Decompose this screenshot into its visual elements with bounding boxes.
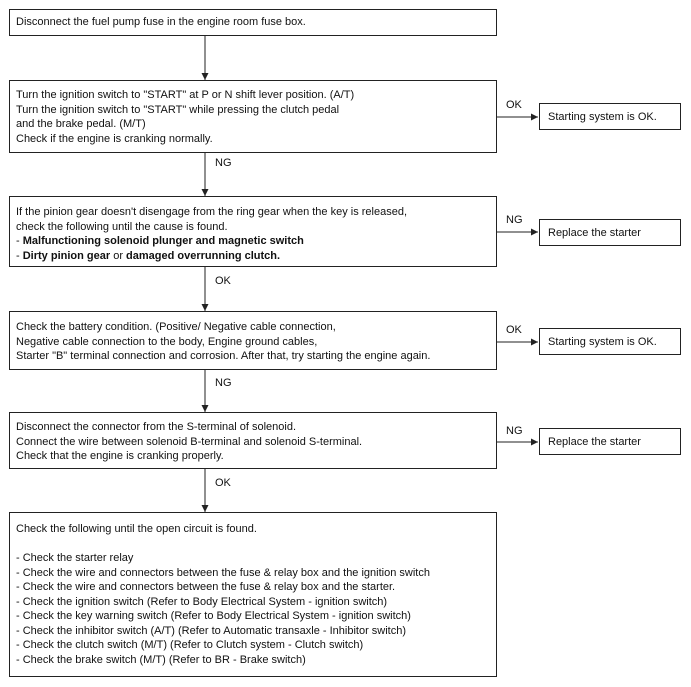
step-2-line: Check if the engine is cranking normally…: [16, 132, 213, 145]
step-2-result-box: Starting system is OK.: [539, 103, 681, 130]
step-1-line: Disconnect the fuel pump fuse in the eng…: [16, 16, 306, 28]
step-4-line: Check the battery condition. (Positive/ …: [16, 321, 336, 333]
step-1-box: Disconnect the fuel pump fuse in the eng…: [9, 9, 497, 36]
step-6-line: - Check the starter relay: [16, 552, 134, 564]
step-5-result-box: Replace the starter: [539, 428, 681, 455]
step-6-line: - Check the inhibitor switch (A/T) (Refe…: [16, 624, 407, 637]
step-3-line: - Malfunctioning solenoid plunger and ma…: [16, 234, 490, 249]
step-5-down-label: OK: [215, 477, 231, 489]
step-5-line: Connect the wire between solenoid B-term…: [16, 435, 363, 448]
step-3-connector-word: or: [110, 249, 127, 262]
step-2-result-text: Starting system is OK.: [548, 110, 657, 123]
step-6-line: [16, 537, 490, 552]
step-5-side-label: NG: [506, 425, 523, 437]
step-5-line: Check that the engine is cranking proper…: [16, 450, 224, 462]
step-3-line: - Dirty pinion gear or damaged overrunni…: [16, 249, 490, 264]
step-2-box: Turn the ignition switch to "START" at P…: [9, 80, 497, 153]
step-2-line: and the brake pedal. (M/T): [16, 118, 146, 130]
step-3-result-text: Replace the starter: [548, 226, 641, 239]
step-3-down-label: OK: [215, 275, 231, 287]
step-4-line: Negative cable connection to the body, E…: [16, 335, 318, 348]
step-6-line: - Check the wire and connectors between …: [16, 581, 396, 593]
step-3-bold-text: Dirty pinion gear: [22, 249, 111, 262]
step-5-line: Disconnect the connector from the S-term…: [16, 421, 297, 433]
step-3-prefix: -: [16, 249, 23, 262]
step-4-down-label: NG: [215, 377, 232, 389]
step-3-box: If the pinion gear doesn't disengage fro…: [9, 196, 497, 267]
step-3-side-label: NG: [506, 214, 523, 226]
step-4-line: Starter "B" terminal connection and corr…: [16, 350, 431, 362]
step-6-line: Check the following until the open circu…: [16, 523, 257, 535]
step-4-result-box: Starting system is OK.: [539, 328, 681, 355]
step-3-line: check the following until the cause is f…: [16, 220, 228, 233]
step-5-result-text: Replace the starter: [548, 435, 641, 448]
step-6-line: - Check the wire and connectors between …: [16, 566, 430, 579]
step-3-prefix: -: [16, 235, 23, 247]
step-3-result-box: Replace the starter: [539, 219, 681, 246]
step-4-result-text: Starting system is OK.: [548, 335, 657, 348]
step-4-box: Check the battery condition. (Positive/ …: [9, 311, 497, 370]
step-2-down-label: NG: [215, 157, 232, 169]
step-5-box: Disconnect the connector from the S-term…: [9, 412, 497, 469]
step-2-line: Turn the ignition switch to "START" whil…: [16, 103, 340, 116]
step-3-line: If the pinion gear doesn't disengage fro…: [16, 206, 408, 218]
step-4-side-label: OK: [506, 324, 522, 336]
step-2-side-label: OK: [506, 99, 522, 111]
step-6-line: - Check the brake switch (M/T) (Refer to…: [16, 653, 306, 666]
step-3-bold-text: Malfunctioning solenoid plunger and magn…: [22, 235, 304, 247]
step-6-box: Check the following until the open circu…: [9, 512, 497, 677]
step-6-line: - Check the clutch switch (M/T) (Refer t…: [16, 639, 364, 651]
step-3-bold-text: damaged overrunning clutch.: [126, 249, 281, 262]
step-2-line: Turn the ignition switch to "START" at P…: [16, 89, 355, 101]
step-6-line: - Check the key warning switch (Refer to…: [16, 610, 411, 622]
step-6-line: - Check the ignition switch (Refer to Bo…: [16, 595, 388, 608]
